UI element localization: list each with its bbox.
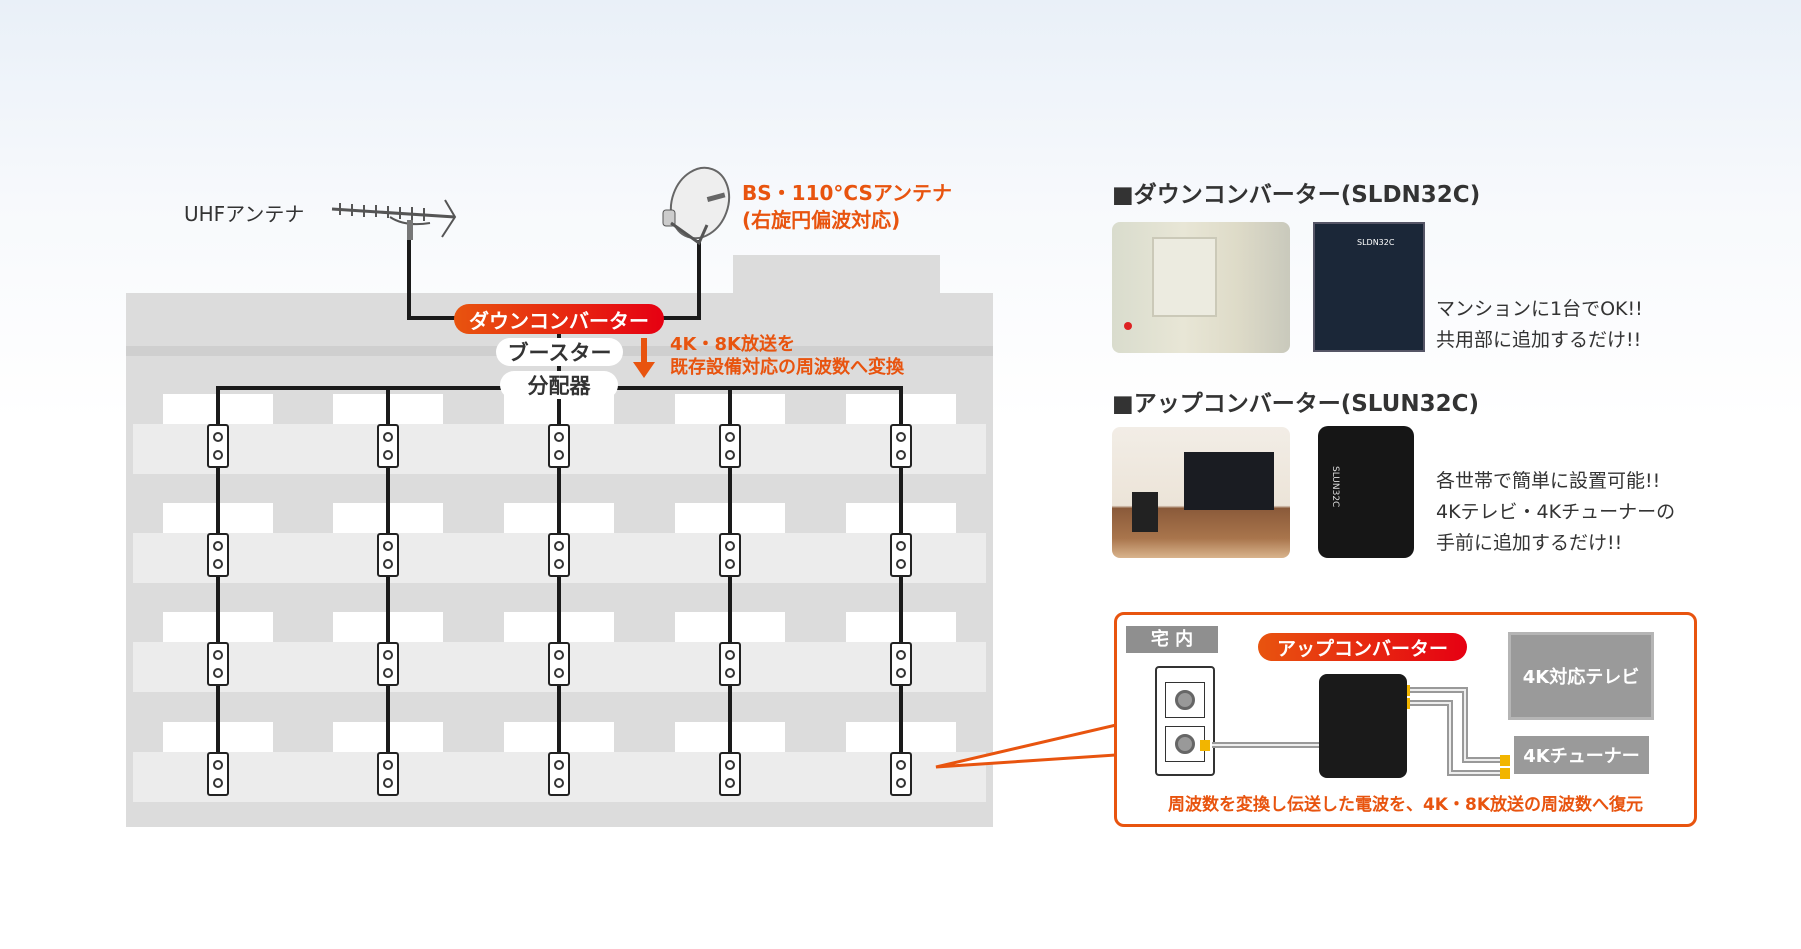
tv-outlet — [207, 642, 229, 686]
tuner-4k: 4Kチューナー — [1514, 736, 1649, 774]
bs-dish-antenna-icon — [662, 166, 731, 246]
tv-outlet — [207, 533, 229, 577]
up-converter-device — [1319, 674, 1407, 778]
tv-outlet — [377, 642, 399, 686]
photo-living-room — [1112, 427, 1290, 558]
conversion-note: 4K・8K放送を 既存設備対応の周波数へ変換 — [670, 334, 904, 378]
sldn32c-device-image: SLDN32C — [1313, 222, 1425, 352]
riser-cable — [557, 388, 561, 774]
tv-outlet — [719, 533, 741, 577]
tv-outlet — [890, 424, 912, 468]
product-desc-up: 各世帯で簡単に設置可能!! 4Kテレビ・4Kチューナーの 手前に追加するだけ!! — [1436, 470, 1676, 554]
tv-outlet — [719, 642, 741, 686]
uhf-antenna-icon — [331, 199, 457, 240]
product-heading-down: ■ダウンコンバーター(SLDN32C) — [1112, 182, 1481, 208]
up-converter-badge: アップコンバーター — [1258, 633, 1467, 661]
down-arrow-icon — [633, 338, 655, 378]
product-desc-down: マンションに1台でOK!! 共用部に追加するだけ!! — [1436, 298, 1643, 351]
riser-cable — [386, 388, 390, 774]
slun32c-device-image: SLUN32C — [1318, 426, 1414, 558]
tv-outlet — [377, 752, 399, 796]
booster-badge: ブースター — [496, 338, 623, 366]
tv-outlet — [548, 642, 570, 686]
tv-outlet — [207, 752, 229, 796]
home-caption: 周波数を変換し伝送した電波を、4K・8K放送の周波数へ復元 — [1167, 795, 1643, 815]
tv-outlet — [548, 424, 570, 468]
uhf-antenna-label: UHFアンテナ — [184, 202, 305, 226]
tv-outlet — [207, 424, 229, 468]
product-heading-up: ■アップコンバーター(SLUN32C) — [1112, 391, 1479, 417]
riser-cable — [216, 388, 220, 774]
splitter-badge: 分配器 — [500, 371, 618, 399]
tv-outlet — [548, 533, 570, 577]
down-converter-badge: ダウンコンバーター — [454, 304, 664, 334]
photo-common-area — [1112, 222, 1290, 353]
tv-outlet — [377, 533, 399, 577]
bs-antenna-label: BS・110°CSアンテナ (右旋円偏波対応) — [742, 181, 953, 232]
tv-outlet — [377, 424, 399, 468]
tv-outlet — [890, 752, 912, 796]
tv-outlet — [890, 533, 912, 577]
building-roof-structure — [733, 255, 940, 300]
tv-outlet — [719, 752, 741, 796]
riser-cable — [728, 388, 732, 774]
tv-outlet — [890, 642, 912, 686]
tv-4k: 4K対応テレビ — [1508, 632, 1654, 720]
callout-pointer — [935, 723, 1118, 769]
tv-outlet — [548, 752, 570, 796]
home-label: 宅 内 — [1126, 626, 1218, 653]
wall-outlet — [1155, 666, 1215, 776]
riser-cable — [899, 388, 903, 774]
tv-outlet — [719, 424, 741, 468]
